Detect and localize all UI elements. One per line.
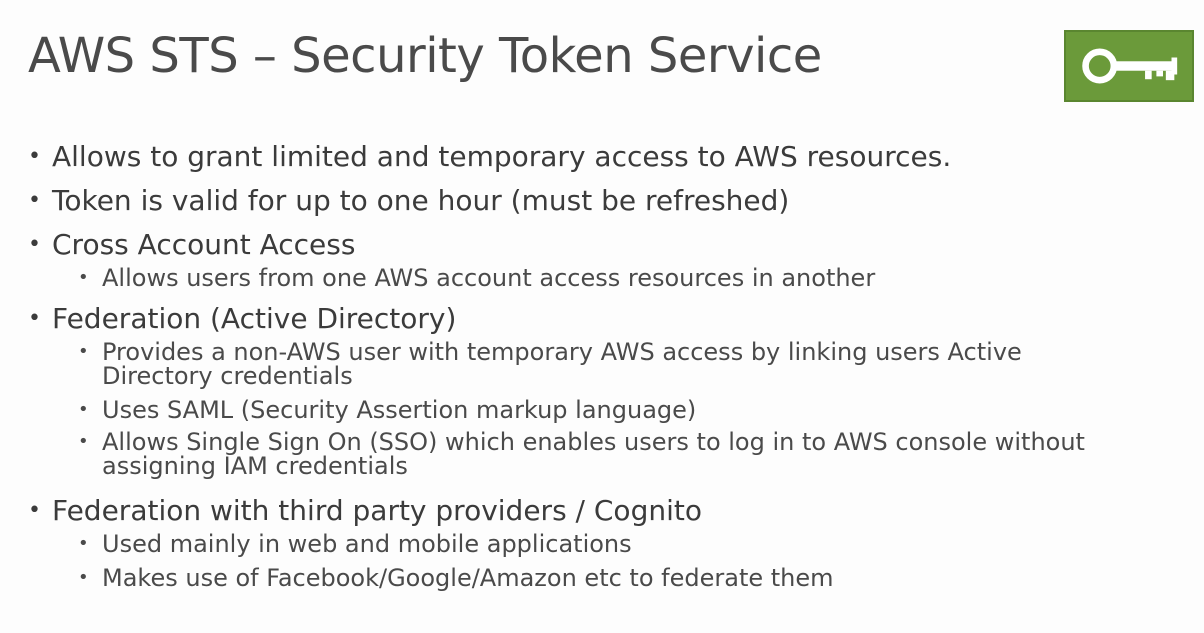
bullet-dot: • [28,188,41,213]
sub-bullet-item: • Allows Single Sign On (SSO) which enab… [26,430,1176,478]
sub-bullet-text: Makes use of Facebook/Google/Amazon etc … [102,564,834,592]
sub-bullet-dot: • [78,567,89,588]
sub-bullet-item: • Provides a non-AWS user with temporary… [26,340,1176,388]
bullet-item: • Allows to grant limited and temporary … [26,140,1176,174]
bullet-item: • Federation with third party providers … [26,494,1176,528]
bullet-text: Cross Account Access [52,228,356,261]
sub-bullet-item: • Uses SAML (Security Assertion markup l… [26,398,1176,422]
bullet-text: Allows to grant limited and temporary ac… [52,140,952,173]
bullet-dot: • [28,144,41,169]
bullet-dot: • [28,232,41,257]
bullet-list: • Allows to grant limited and temporary … [26,140,1176,590]
sub-bullet-text: Provides a non-AWS user with temporary A… [102,338,1022,390]
sub-bullet-dot: • [78,533,89,554]
slide-title: AWS STS – Security Token Service [28,28,822,84]
bullet-dot: • [28,306,41,331]
bullet-item: • Token is valid for up to one hour (mus… [26,184,1176,218]
sub-bullet-item: • Allows users from one AWS account acce… [26,266,1176,290]
sub-bullet-text: Uses SAML (Security Assertion markup lan… [102,396,697,424]
bullet-text: Token is valid for up to one hour (must … [52,184,790,217]
sub-bullet-dot: • [78,399,89,420]
sub-bullet-item: • Makes use of Facebook/Google/Amazon et… [26,566,1176,590]
sub-bullet-text: Allows users from one AWS account access… [102,264,876,292]
bullet-text: Federation (Active Directory) [52,302,457,335]
sub-bullet-dot: • [78,431,89,452]
bullet-text: Federation with third party providers / … [52,494,702,527]
key-icon [1064,30,1194,102]
bullet-item: • Federation (Active Directory) [26,302,1176,336]
sub-bullet-dot: • [78,267,89,288]
sub-bullet-text: Used mainly in web and mobile applicatio… [102,530,632,558]
sub-bullet-dot: • [78,341,89,362]
bullet-item: • Cross Account Access [26,228,1176,262]
sub-bullet-item: • Used mainly in web and mobile applicat… [26,532,1176,556]
sub-bullet-text: Allows Single Sign On (SSO) which enable… [102,428,1085,480]
bullet-dot: • [28,498,41,523]
